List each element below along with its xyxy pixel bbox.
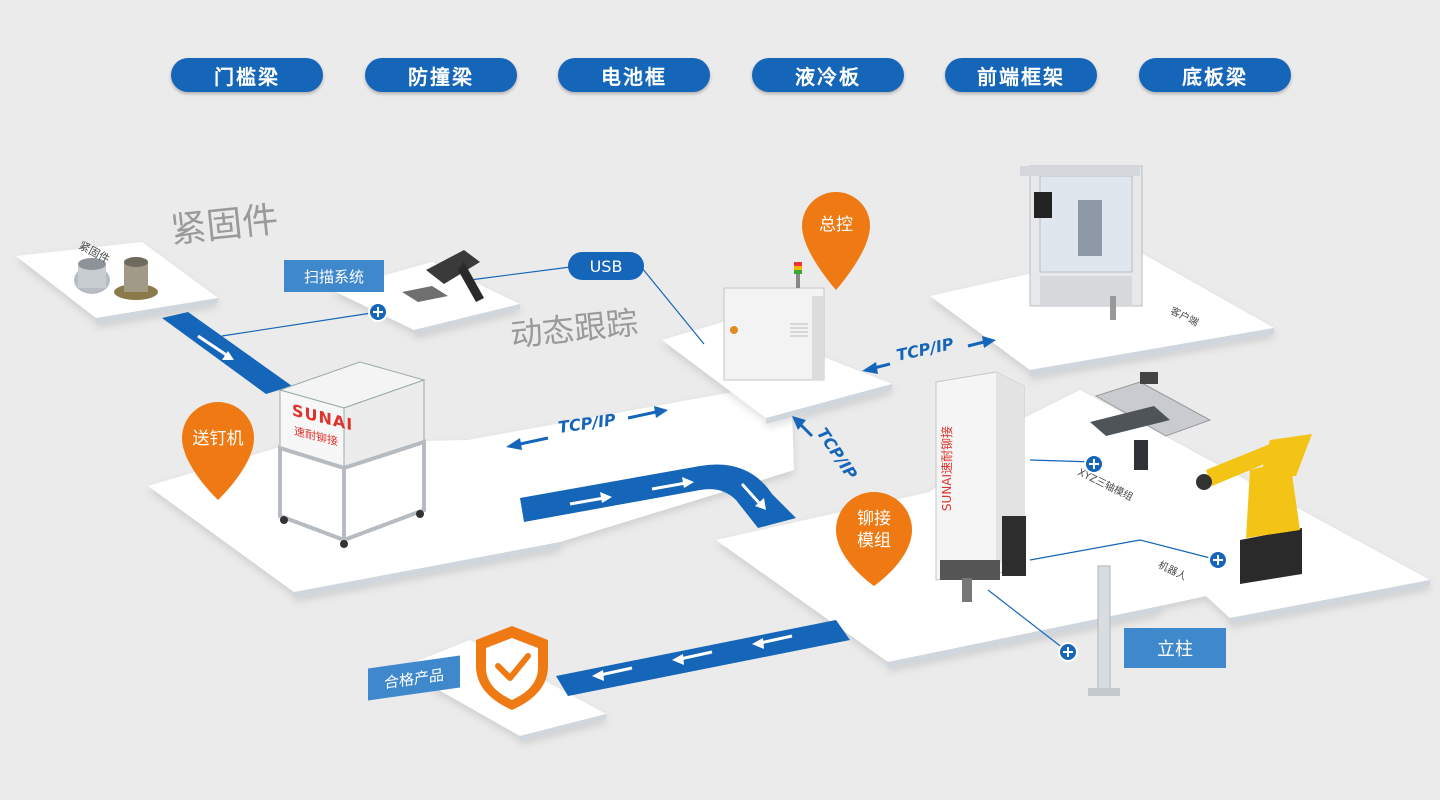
usb-pill-bg <box>568 252 644 280</box>
xyz-module-machine <box>1090 372 1212 470</box>
flow-path-riveting-to-product <box>556 620 850 696</box>
platform-riveting <box>716 390 1430 668</box>
platform-feeder <box>148 390 794 598</box>
platform-fastener <box>16 242 218 324</box>
client-machine <box>1020 165 1143 320</box>
tcpip-arrow-master-client <box>862 336 996 374</box>
pin-riveting-module <box>836 492 912 586</box>
usb-label: USB <box>589 256 623 276</box>
tcpip-arrow-master-riveting <box>792 416 814 438</box>
tab-front-end-frame[interactable]: 前端框架 <box>945 58 1097 92</box>
riveting-module-line1: 铆接 <box>857 509 891 529</box>
tcpip-arrow-feeder-master <box>506 406 668 450</box>
feeder-machine <box>278 361 426 548</box>
tab-battery-frame[interactable]: 电池框 <box>558 58 710 92</box>
flow-path-feeder-to-riveting <box>520 464 796 528</box>
tab-cooling-plate[interactable]: 液冷板 <box>752 58 904 92</box>
feeder-label: 送钉机 <box>192 429 244 449</box>
scan-system-label: 扫描系统 <box>284 260 384 292</box>
tab-bumper-beam[interactable]: 防撞梁 <box>365 58 517 92</box>
pin-master-control <box>802 192 870 290</box>
riveting-module-line2: 模组 <box>857 531 891 551</box>
flow-path-fastener-to-feeder <box>162 312 292 394</box>
column-post <box>1088 565 1120 696</box>
riveting-module-machine <box>935 371 1026 602</box>
scanner-device <box>402 250 484 302</box>
plus-markers <box>368 302 1228 662</box>
tab-floor-beam[interactable]: 底板梁 <box>1139 58 1291 92</box>
tab-sill-beam[interactable]: 门槛梁 <box>171 58 323 92</box>
pin-feeder <box>182 402 254 500</box>
platform-client <box>930 250 1274 376</box>
column-label: 立柱 <box>1124 628 1226 668</box>
master-control-cabinet <box>723 262 825 381</box>
master-control-label: 总控 <box>819 215 853 235</box>
riveting-module-label: 铆接 模组 <box>836 508 912 552</box>
fastener-parts <box>74 257 158 300</box>
qualified-shield-icon <box>476 626 548 710</box>
riveting-brand-vertical: SUNAI速耐铆接 <box>940 425 955 512</box>
connection-lines <box>221 265 1219 653</box>
robot-arm <box>1196 434 1312 584</box>
